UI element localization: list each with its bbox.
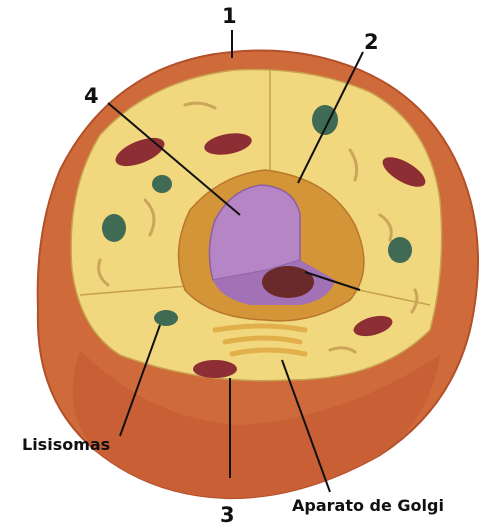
label-number-1: 1	[222, 4, 237, 28]
label-lisosomas: Lisisomas	[22, 435, 110, 454]
label-aparato-de-golgi: Aparato de Golgi	[292, 496, 444, 515]
mitochondrion	[193, 360, 237, 378]
vacuole	[152, 175, 172, 193]
vacuole	[388, 237, 412, 263]
lysosome	[154, 310, 178, 326]
label-number-2: 2	[364, 30, 379, 54]
vacuole	[102, 214, 126, 242]
nucleolus	[262, 266, 314, 298]
label-number-4: 4	[84, 84, 99, 108]
label-number-3: 3	[220, 503, 235, 527]
